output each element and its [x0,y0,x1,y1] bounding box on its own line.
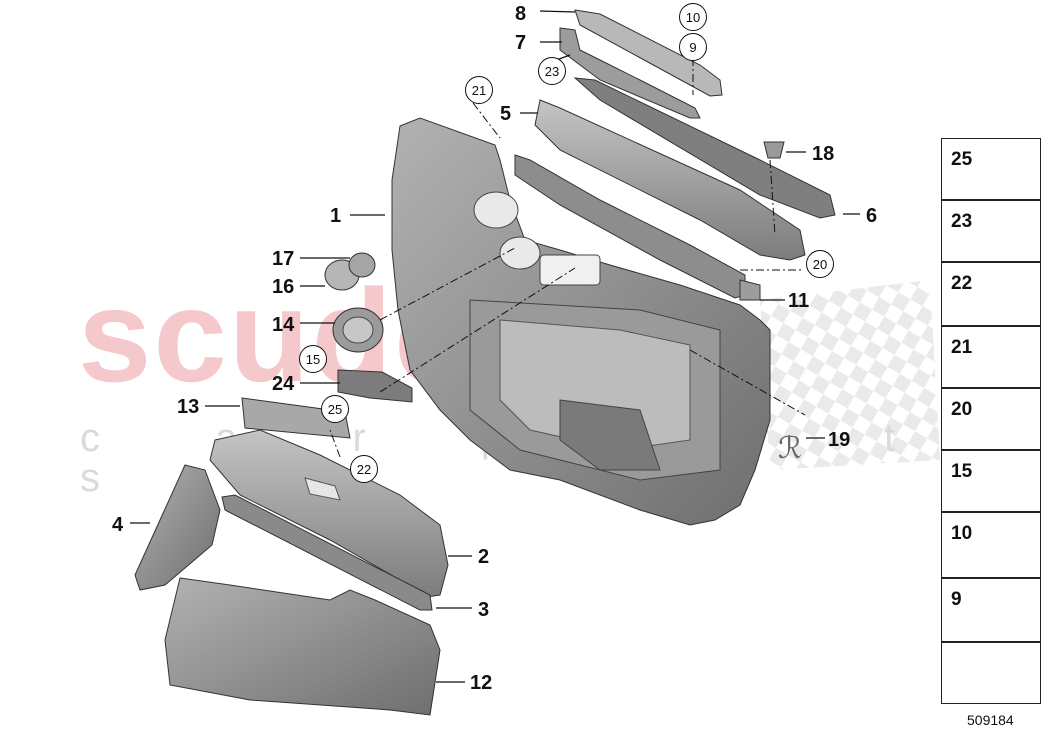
callout-part-24: 24 [272,373,295,395]
diagram-id: 509184 [967,712,1014,728]
legend-cell: 21 [941,326,1041,388]
window-switch-panel-part-13 [241,397,351,439]
dashed-leader [689,349,806,416]
circled-callout-10: 10 [679,3,707,31]
dashed-leader [329,429,341,458]
lower-trim-part-12 [164,577,441,716]
legend-cell: 25 [941,138,1041,200]
legend-number: 15 [951,461,973,482]
watermark-checker-flag [760,280,940,470]
circled-callout-15: 15 [299,345,327,373]
circled-callout-22: 22 [350,455,378,483]
callout-part-19: 19 [828,429,851,451]
brand-logo-part-19: ℛ [778,432,802,465]
legend-number: 9 [951,589,962,610]
circled-callout-23: 23 [538,57,566,85]
circled-callout-21: 21 [465,76,493,104]
callout-part-5: 5 [500,103,512,125]
callout-part-16: 16 [272,276,295,298]
leader-line [539,10,576,13]
window-shaft-strip-part-6 [573,77,836,219]
callout-part-1: 1 [330,205,342,227]
legend-cell: 15 [941,450,1041,512]
circled-callout-20: 20 [806,250,834,278]
legend-number: 25 [951,149,973,170]
circled-callout-9: 9 [679,33,707,61]
circled-callout-25: 25 [321,395,349,423]
legend-number: 10 [951,523,973,544]
legend-number: 21 [951,337,973,358]
legend-cell: 9 [941,578,1041,642]
legend-number: 23 [951,211,973,232]
callout-part-13: 13 [177,396,200,418]
window-trim-bracket-part-7 [559,27,701,119]
callout-part-14: 14 [272,314,295,336]
lower-strip-accent [739,279,761,301]
callout-part-3: 3 [478,599,490,621]
callout-part-12: 12 [470,672,493,694]
clip-part-18 [763,141,785,159]
callout-part-7: 7 [515,32,527,54]
window-trim-strip-part-8 [574,9,723,97]
callout-part-2: 2 [478,546,490,568]
callout-part-6: 6 [866,205,878,227]
callout-part-8: 8 [515,3,527,25]
callout-part-18: 18 [812,143,835,165]
dash-dot-leaders [329,42,806,458]
speaker-cone [342,316,374,344]
door-handle-part-24 [337,369,413,403]
legend-cell: 10 [941,512,1041,578]
legend-cell: 22 [941,262,1041,326]
callout-part-11: 11 [788,290,810,312]
upper-trim-rail-part-5 [534,99,806,261]
legend-cell-arrow [941,642,1041,704]
speaker-opening-lower [499,236,541,270]
callout-part-17: 17 [272,248,295,270]
legend-number: 22 [951,273,973,294]
armrest-inner [304,477,341,501]
legend-number: 20 [951,399,973,420]
dashed-leader [379,247,516,321]
window-switch-opening [539,254,601,286]
door-pull-pocket [559,399,661,471]
armrest-strip-part-3 [221,494,433,611]
dashed-leader [379,267,576,393]
speaker-opening-upper [473,191,519,229]
armrest-part-2 [209,429,449,599]
dashed-leader [769,159,776,236]
legend-cell: 20 [941,388,1041,450]
legend-cell: 23 [941,200,1041,262]
callout-part-4: 4 [112,514,124,536]
trim-cover-part-4 [134,464,221,591]
tweeter-ring-part-17 [348,252,376,278]
dashed-leader [472,102,501,139]
leader-lines [130,10,860,683]
